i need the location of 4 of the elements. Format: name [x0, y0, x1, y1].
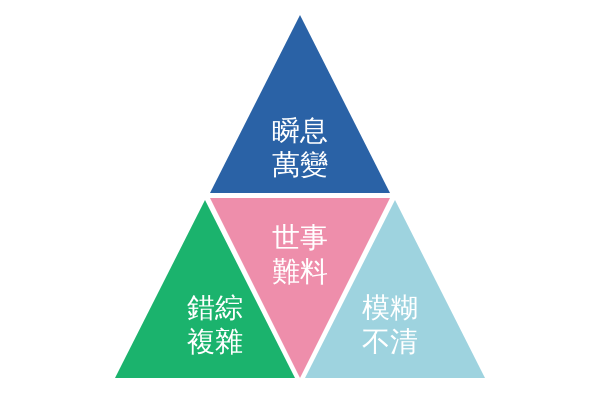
segment-label: 錯綜複雜	[186, 291, 244, 359]
segment-label: 世事難料	[272, 221, 329, 289]
segment-label: 瞬息萬變	[272, 114, 329, 182]
segment-label: 模糊不清	[362, 291, 419, 359]
